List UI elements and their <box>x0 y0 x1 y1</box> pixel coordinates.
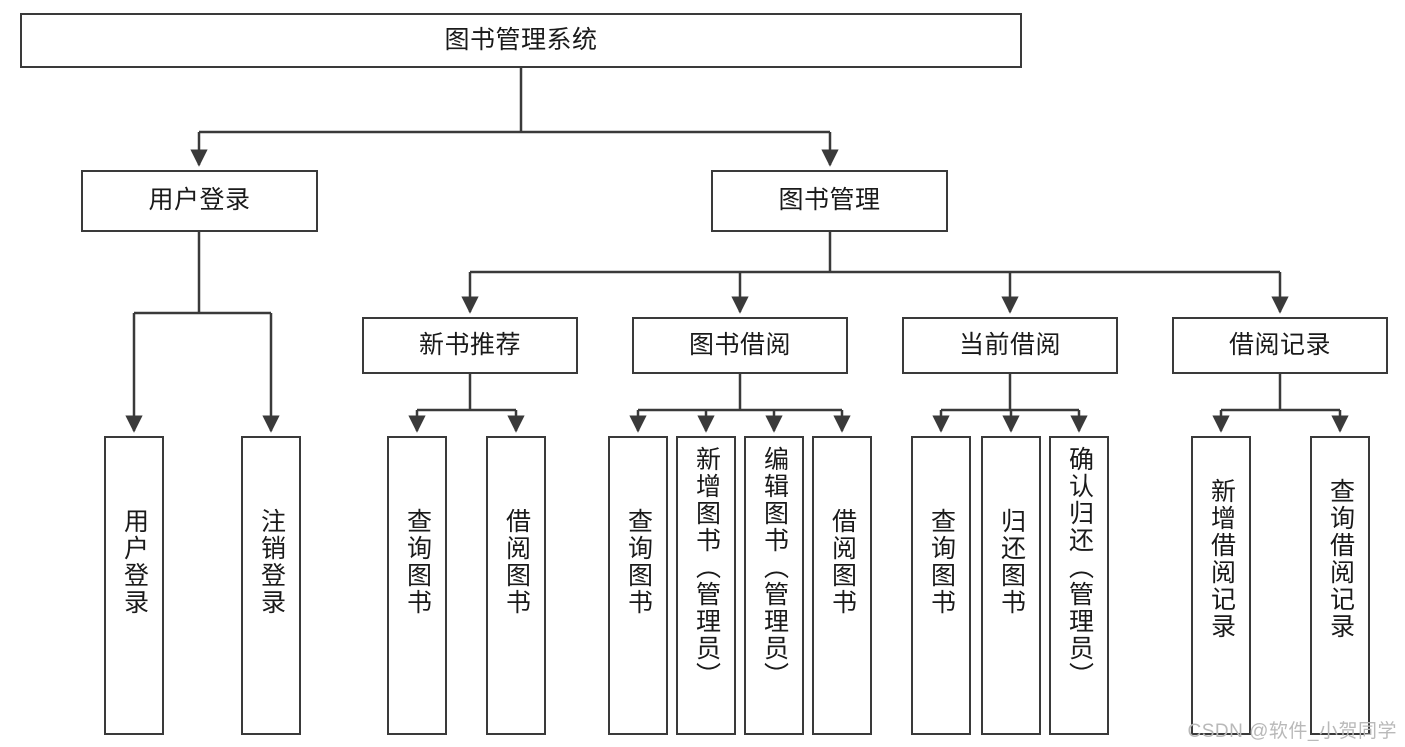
node-leaf-add-book[interactable]: 新增图书（管理员） <box>676 436 736 735</box>
node-leaf-query-book-1-label: 查询图书 <box>403 508 432 616</box>
node-leaf-borrow-book-2[interactable]: 借阅图书 <box>812 436 872 735</box>
node-borrow-record-label: 借阅记录 <box>1228 330 1331 359</box>
node-book-borrow-label: 图书借阅 <box>688 330 791 359</box>
node-user-login[interactable]: 用户登录 <box>81 170 318 232</box>
node-leaf-user-login-label: 用户登录 <box>120 508 149 616</box>
node-new-book-recommend[interactable]: 新书推荐 <box>362 317 578 374</box>
node-leaf-query-record[interactable]: 查询借阅记录 <box>1310 436 1370 735</box>
node-leaf-add-record[interactable]: 新增借阅记录 <box>1191 436 1251 735</box>
node-leaf-borrow-book-1[interactable]: 借阅图书 <box>486 436 546 735</box>
node-book-manage-label: 图书管理 <box>778 186 881 215</box>
node-leaf-confirm-return-label: 确认归还（管理员） <box>1065 446 1094 689</box>
node-root[interactable]: 图书管理系统 <box>20 13 1022 68</box>
node-leaf-return-book-label: 归还图书 <box>997 508 1026 616</box>
node-current-borrow[interactable]: 当前借阅 <box>902 317 1118 374</box>
node-book-manage[interactable]: 图书管理 <box>711 170 948 232</box>
node-leaf-user-logout[interactable]: 注销登录 <box>241 436 301 735</box>
node-borrow-record[interactable]: 借阅记录 <box>1172 317 1388 374</box>
node-leaf-add-record-label: 新增借阅记录 <box>1207 478 1236 640</box>
watermark: CSDN @软件_小贺同学 <box>1187 721 1397 742</box>
node-leaf-borrow-book-1-label: 借阅图书 <box>502 508 531 616</box>
node-leaf-user-login[interactable]: 用户登录 <box>104 436 164 735</box>
node-root-label: 图书管理系统 <box>444 25 598 54</box>
node-leaf-confirm-return[interactable]: 确认归还（管理员） <box>1049 436 1109 735</box>
node-leaf-query-book-3-label: 查询图书 <box>927 508 956 616</box>
node-user-login-label: 用户登录 <box>148 186 251 215</box>
node-leaf-query-book-3[interactable]: 查询图书 <box>911 436 971 735</box>
node-leaf-query-record-label: 查询借阅记录 <box>1326 478 1355 640</box>
node-leaf-edit-book[interactable]: 编辑图书（管理员） <box>744 436 804 735</box>
node-book-borrow[interactable]: 图书借阅 <box>632 317 848 374</box>
node-current-borrow-label: 当前借阅 <box>958 330 1061 359</box>
node-leaf-borrow-book-2-label: 借阅图书 <box>828 508 857 616</box>
node-new-book-recommend-label: 新书推荐 <box>418 330 521 359</box>
node-leaf-query-book-2[interactable]: 查询图书 <box>608 436 668 735</box>
node-leaf-return-book[interactable]: 归还图书 <box>981 436 1041 735</box>
node-leaf-query-book-2-label: 查询图书 <box>624 508 653 616</box>
node-leaf-query-book-1[interactable]: 查询图书 <box>387 436 447 735</box>
node-leaf-user-logout-label: 注销登录 <box>257 508 286 616</box>
node-leaf-add-book-label: 新增图书（管理员） <box>692 446 721 689</box>
node-leaf-edit-book-label: 编辑图书（管理员） <box>760 446 789 689</box>
